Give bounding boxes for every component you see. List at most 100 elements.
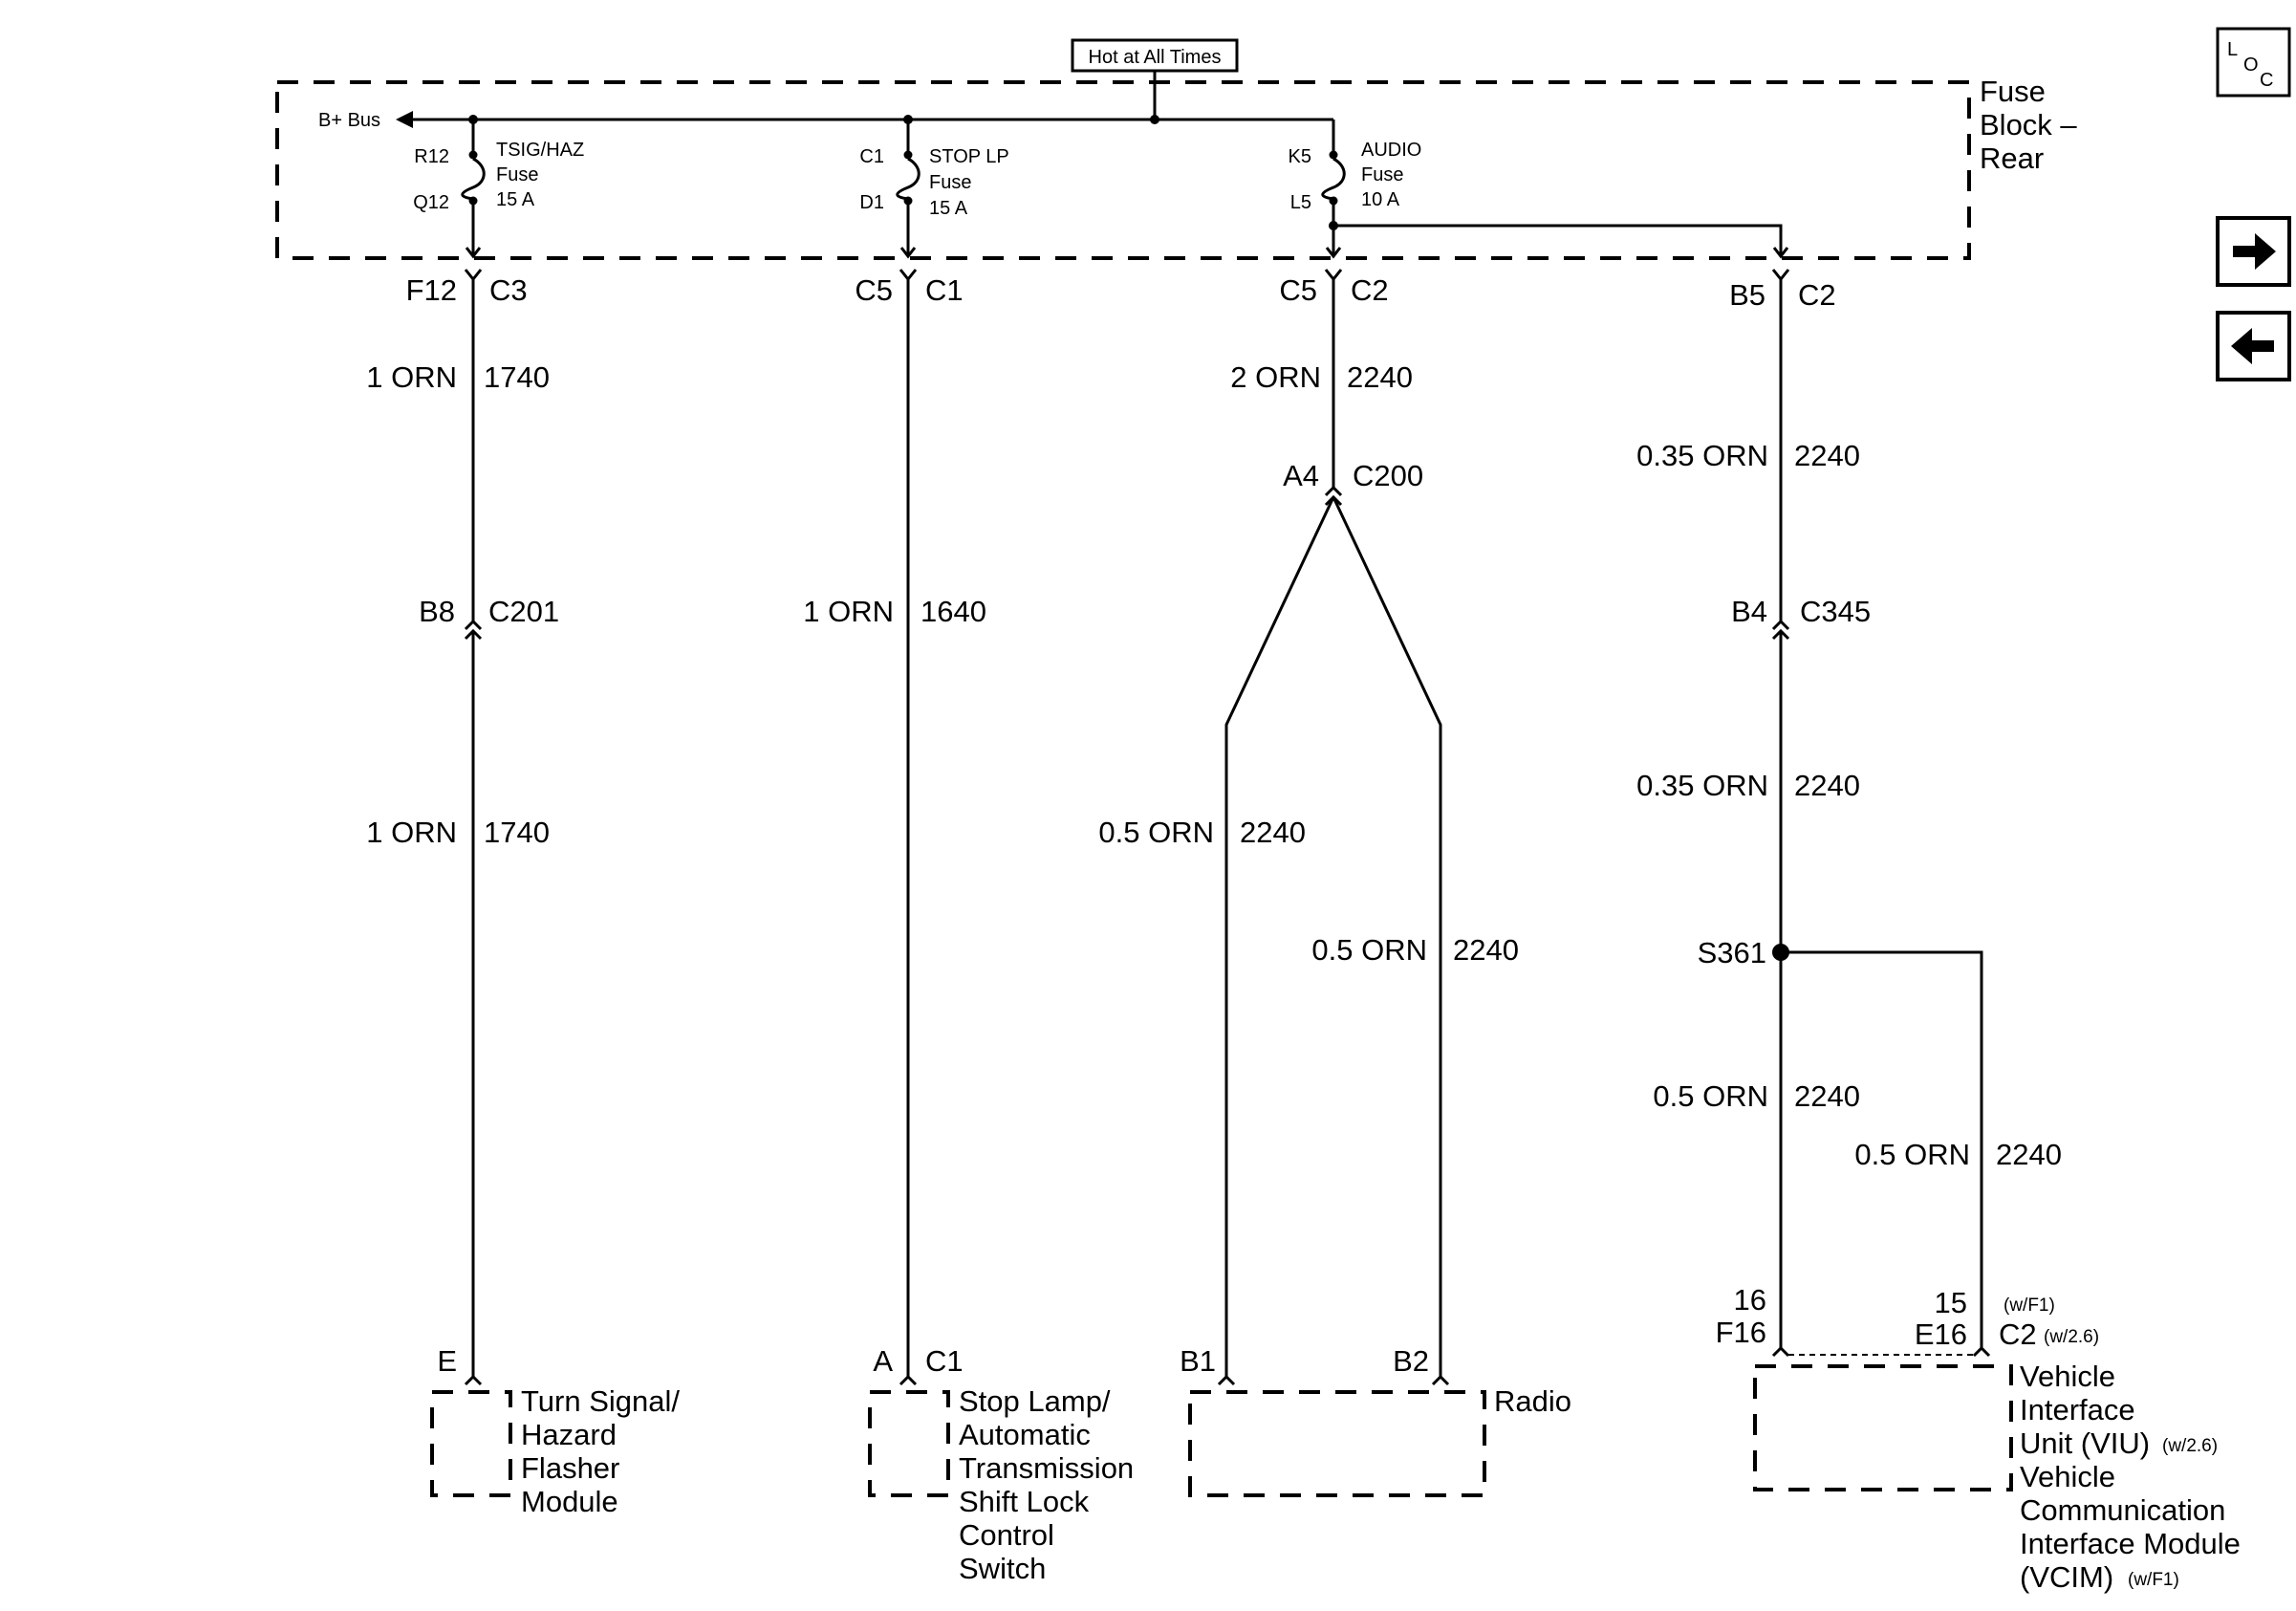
viu-vcim-box <box>1753 1364 2013 1491</box>
c3-conn1-pin: C5 <box>1279 273 1317 307</box>
c4-left-gauge: 0.5 ORN <box>1653 1079 1768 1113</box>
c3-right-circuit: 2240 <box>1453 933 1519 967</box>
c4-right-circuit: 2240 <box>1996 1138 2062 1171</box>
right-arrow-icon <box>2233 233 2276 270</box>
tsig-fuse-bottom-pin: Q12 <box>413 192 449 213</box>
c2-conn1-pin: C5 <box>855 273 893 307</box>
stop-fuse-rating: 15 A <box>929 198 968 219</box>
turn-signal-module-box <box>430 1390 512 1497</box>
stop-lp-fuse <box>896 120 921 259</box>
audio-fuse-top-pin: K5 <box>1289 146 1311 167</box>
viu-label-3: Unit (VIU) <box>2020 1426 2150 1460</box>
audio-fuse-rating: 10 A <box>1361 189 1400 210</box>
stop-lamp-label-2: Automatic <box>959 1418 1091 1451</box>
turn-signal-module-label-1: Turn Signal/ <box>521 1384 680 1418</box>
stop-lamp-switch-box <box>868 1390 950 1497</box>
next-page-button[interactable] <box>2216 216 2291 287</box>
c2-wire1-gauge: 1 ORN <box>803 595 894 628</box>
c3-left-circuit: 2240 <box>1240 816 1306 849</box>
c1-conn1-name: C3 <box>489 273 528 307</box>
tsig-fuse-type: Fuse <box>496 164 538 185</box>
loc-letter-c: C <box>2260 70 2273 91</box>
c4-conn2-pin: B4 <box>1731 595 1767 628</box>
c4-wire2-circuit: 2240 <box>1794 769 1860 802</box>
c4-wire1-circuit: 2240 <box>1794 439 1860 472</box>
c4-right-gauge: 0.5 ORN <box>1854 1138 1970 1171</box>
hot-at-all-times-label: Hot at All Times <box>1089 47 1222 68</box>
c4-conn1-pin: B5 <box>1729 278 1765 312</box>
fuse-block-label-line2: Block – <box>1980 108 2077 142</box>
c1-wire1-gauge: 1 ORN <box>366 360 457 394</box>
loc-letter-l: L <box>2227 39 2238 60</box>
stop-fuse-type: Fuse <box>929 172 971 193</box>
prev-page-button[interactable] <box>2216 311 2291 381</box>
vcim-label-4: (VCIM) <box>2020 1560 2113 1594</box>
c4-pin-16: 16 <box>1734 1283 1766 1317</box>
tsig-haz-fuse <box>461 120 486 259</box>
vcim-label-2: Communication <box>2020 1493 2225 1527</box>
turn-signal-module-label-2: Hazard <box>521 1418 617 1451</box>
c1-conn2-name: C201 <box>488 595 559 628</box>
c2-comp-pin: A <box>873 1344 893 1378</box>
c4-conn1-name: C2 <box>1798 278 1836 312</box>
c4-conn2-name: C345 <box>1800 595 1871 628</box>
c1-conn2-pin: B8 <box>419 595 455 628</box>
fuse-block-outline <box>275 80 1971 260</box>
c3-left-gauge: 0.5 ORN <box>1098 816 1214 849</box>
c3-wire1-gauge: 2 ORN <box>1230 360 1321 394</box>
c3-wire1-circuit: 2240 <box>1347 360 1413 394</box>
tsig-fuse-name: TSIG/HAZ <box>496 140 584 161</box>
c1-wire2-circuit: 1740 <box>484 816 550 849</box>
c3-right-gauge: 0.5 ORN <box>1311 933 1427 967</box>
c3-conn2-name: C200 <box>1353 459 1423 492</box>
tsig-fuse-rating: 15 A <box>496 189 535 210</box>
c4-wire2-gauge: 0.35 ORN <box>1636 769 1768 802</box>
tsig-fuse-top-pin: R12 <box>414 146 449 167</box>
circuit-4-wires <box>1771 269 1991 1358</box>
b-plus-bus-label: B+ Bus <box>318 110 380 131</box>
stop-fuse-top-pin: C1 <box>859 146 884 167</box>
stop-lamp-label-1: Stop Lamp/ <box>959 1384 1111 1418</box>
left-arrow-icon <box>2231 328 2274 364</box>
c3-conn1-name: C2 <box>1351 273 1389 307</box>
fuse-block-label-line1: Fuse <box>1980 75 2046 108</box>
stop-lamp-label-5: Control <box>959 1518 1054 1552</box>
turn-signal-module-label-4: Module <box>521 1485 618 1518</box>
c2-wire1-circuit: 1640 <box>921 595 986 628</box>
c4-conn-c2: C2 <box>1999 1317 2037 1351</box>
c3-pin-b2: B2 <box>1393 1344 1429 1378</box>
radio-box <box>1188 1390 1486 1497</box>
vcim-label-3: Interface Module <box>2020 1527 2241 1560</box>
c3-conn2-pin: A4 <box>1283 459 1319 492</box>
stop-lamp-label-4: Shift Lock <box>959 1485 1090 1518</box>
audio-fuse-bottom-pin: L5 <box>1290 192 1311 213</box>
vcim-option: (w/F1) <box>2128 1570 2179 1590</box>
audio-fuse-type: Fuse <box>1361 164 1403 185</box>
circuit-3-wires <box>1217 269 1450 1386</box>
stop-lamp-label-3: Transmission <box>959 1451 1134 1485</box>
c3-pin-b1: B1 <box>1180 1344 1216 1378</box>
audio-fuse-name: AUDIO <box>1361 140 1421 161</box>
c4-pin-15: 15 <box>1935 1286 1967 1319</box>
fuse-block-label-line3: Rear <box>1980 142 2044 175</box>
stop-fuse-bottom-pin: D1 <box>859 192 884 213</box>
c1-wire1-circuit: 1740 <box>484 360 550 394</box>
vcim-label-1: Vehicle <box>2020 1460 2115 1493</box>
viu-option: (w/2.6) <box>2162 1436 2218 1456</box>
circuit-2-wires <box>899 269 918 1386</box>
c1-wire2-gauge: 1 ORN <box>366 816 457 849</box>
c4-pin-f16: F16 <box>1716 1316 1766 1349</box>
c4-option-wf1: (w/F1) <box>2004 1295 2055 1316</box>
c1-conn1-pin: F12 <box>406 273 457 307</box>
c4-wire1-gauge: 0.35 ORN <box>1636 439 1768 472</box>
circuit-1-wires <box>464 269 483 1386</box>
c4-option-w26: (w/2.6) <box>2044 1327 2099 1347</box>
audio-fuse <box>1321 150 1789 259</box>
b-plus-bus-arrow-icon <box>396 111 413 128</box>
loc-button[interactable]: L O C <box>2216 27 2291 98</box>
viu-label-2: Interface <box>2020 1393 2135 1426</box>
loc-letter-o: O <box>2243 54 2259 76</box>
viu-label-1: Vehicle <box>2020 1360 2115 1393</box>
turn-signal-module-label-3: Flasher <box>521 1451 619 1485</box>
